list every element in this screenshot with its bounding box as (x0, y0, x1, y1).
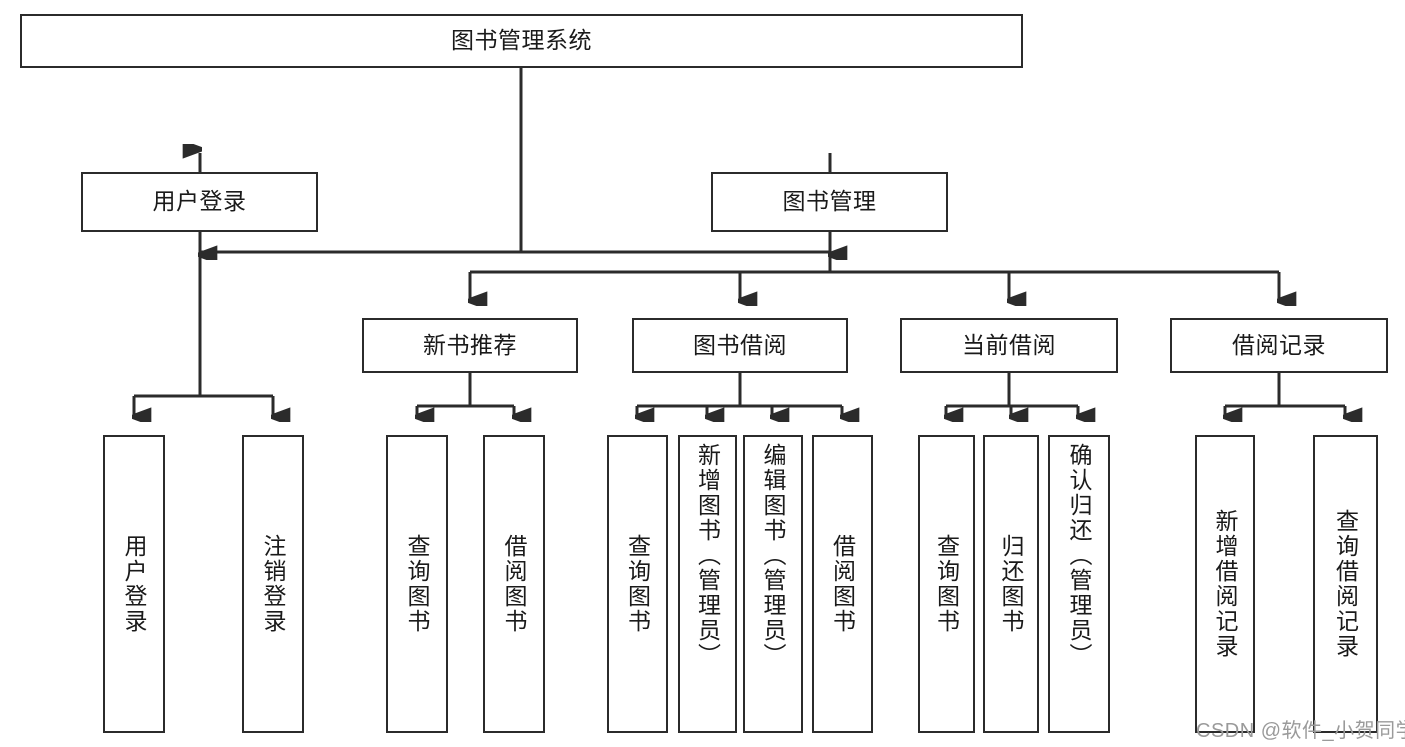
node-leaf-add-borrow-record-label: 新增借阅记录 (1212, 509, 1239, 659)
node-user-login-label: 用户登录 (152, 188, 247, 215)
node-leaf-return-book-label: 归还图书 (998, 534, 1025, 634)
node-book-borrow[interactable]: 图书借阅 (632, 318, 848, 373)
node-leaf-user-login-label: 用户登录 (121, 534, 148, 634)
node-leaf-add-book-admin[interactable]: 新增图书（管理员） (678, 435, 737, 733)
node-borrow-record-label: 借阅记录 (1232, 331, 1326, 358)
node-leaf-query-book-rec[interactable]: 查询图书 (386, 435, 448, 733)
node-book-borrow-label: 图书借阅 (693, 331, 787, 358)
node-leaf-query-borrow-record-label: 查询借阅记录 (1332, 509, 1359, 659)
node-leaf-query-borrow-record[interactable]: 查询借阅记录 (1313, 435, 1378, 733)
node-leaf-query-book-current[interactable]: 查询图书 (918, 435, 975, 733)
node-current-borrow-label: 当前借阅 (962, 331, 1056, 358)
node-root-label: 图书管理系统 (451, 27, 592, 54)
node-leaf-query-book-borrow[interactable]: 查询图书 (607, 435, 668, 733)
node-leaf-query-book-current-label: 查询图书 (933, 534, 960, 634)
node-book-manage[interactable]: 图书管理 (711, 172, 948, 232)
node-leaf-edit-book-admin-label: 编辑图书（管理员） (760, 443, 787, 668)
node-leaf-add-borrow-record[interactable]: 新增借阅记录 (1195, 435, 1255, 733)
node-leaf-add-book-admin-label: 新增图书（管理员） (694, 443, 721, 668)
node-leaf-edit-book-admin[interactable]: 编辑图书（管理员） (743, 435, 803, 733)
node-leaf-borrow-book-label: 借阅图书 (829, 534, 856, 634)
node-book-manage-label: 图书管理 (782, 188, 877, 215)
node-leaf-query-book-rec-label: 查询图书 (404, 534, 431, 634)
node-leaf-borrow-book[interactable]: 借阅图书 (812, 435, 873, 733)
node-leaf-logout[interactable]: 注销登录 (242, 435, 304, 733)
node-leaf-return-book[interactable]: 归还图书 (983, 435, 1039, 733)
node-leaf-confirm-return-admin-label: 确认归还（管理员） (1066, 443, 1093, 668)
watermark: CSDN @软件_小贺同学 (1196, 720, 1405, 742)
node-new-book-recommend-label: 新书推荐 (423, 331, 517, 358)
node-new-book-recommend[interactable]: 新书推荐 (362, 318, 578, 373)
node-leaf-query-book-borrow-label: 查询图书 (624, 534, 651, 634)
node-leaf-borrow-book-rec-label: 借阅图书 (501, 534, 528, 634)
node-root[interactable]: 图书管理系统 (20, 14, 1023, 68)
node-leaf-confirm-return-admin[interactable]: 确认归还（管理员） (1048, 435, 1110, 733)
node-leaf-borrow-book-rec[interactable]: 借阅图书 (483, 435, 545, 733)
node-current-borrow[interactable]: 当前借阅 (900, 318, 1118, 373)
node-leaf-logout-label: 注销登录 (260, 534, 287, 634)
node-user-login[interactable]: 用户登录 (81, 172, 318, 232)
node-borrow-record[interactable]: 借阅记录 (1170, 318, 1388, 373)
node-leaf-user-login[interactable]: 用户登录 (103, 435, 165, 733)
